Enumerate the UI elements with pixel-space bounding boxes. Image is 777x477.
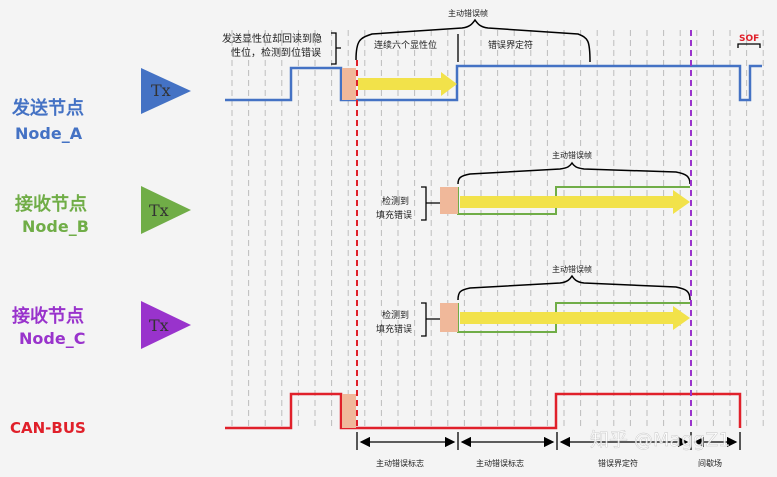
node-a-error-bit bbox=[342, 68, 356, 100]
node-b-tx-label: Tx bbox=[149, 201, 169, 220]
node-c-detect-line2: 填充错误 bbox=[376, 323, 412, 335]
timeline-seg1-label: 主动错误标志 bbox=[376, 458, 424, 468]
node-b-title: 接收节点 bbox=[15, 194, 87, 215]
node-b-error-bit bbox=[440, 187, 458, 214]
node-b-frame-label: 主动错误帧 bbox=[552, 150, 592, 160]
node-a-delimiter-label: 错误界定符 bbox=[488, 39, 533, 51]
node-a-frame-brace bbox=[355, 18, 591, 63]
node-a-tx-label: Tx bbox=[151, 81, 171, 100]
timeline-seg4-label: 间歇场 bbox=[698, 458, 722, 468]
node-c-title: 接收节点 bbox=[12, 306, 84, 327]
node-c-detect-bracket bbox=[421, 302, 440, 337]
node-c-tx-label: Tx bbox=[149, 316, 169, 335]
sof-bracket bbox=[737, 43, 761, 48]
node-c-error-bit bbox=[440, 303, 458, 332]
node-b-detect-bracket bbox=[421, 186, 440, 221]
node-a-six-dominant-arrow bbox=[358, 72, 457, 96]
node-b-detect-line2: 填充错误 bbox=[376, 209, 412, 221]
node-a-signal bbox=[225, 64, 762, 102]
node-b-name: Node_B bbox=[22, 217, 89, 236]
node-c-detect-line1: 检测到 bbox=[382, 309, 409, 321]
node-b-frame-brace bbox=[457, 161, 691, 185]
can-bus-signal bbox=[225, 392, 742, 430]
node-a-note-line1: 发送显性位却回读到隐 bbox=[222, 32, 322, 45]
bit-time-grid bbox=[231, 30, 764, 430]
sof-label: SOF bbox=[739, 34, 759, 44]
node-a-title: 发送节点 bbox=[12, 98, 84, 119]
timeline-seg2-label: 主动错误标志 bbox=[476, 458, 524, 468]
can-bus-label: CAN-BUS bbox=[10, 419, 86, 437]
node-a-note-line2: 性位，检测到位错误 bbox=[231, 46, 321, 59]
node-b-detect-line1: 检测到 bbox=[382, 195, 409, 207]
node-c-name: Node_C bbox=[19, 329, 86, 348]
node-c-arrow bbox=[460, 306, 690, 330]
node-a-six-dominant-label: 连续六个显性位 bbox=[374, 39, 437, 51]
node-c-tx-triangle bbox=[141, 301, 191, 349]
node-b-tx-triangle bbox=[141, 186, 191, 234]
timeline-arrows bbox=[356, 432, 741, 450]
node-a-frame-label: 主动错误帧 bbox=[448, 8, 488, 18]
node-b-arrow bbox=[460, 190, 690, 214]
watermark: 知乎 @MaggZ1 bbox=[590, 429, 730, 451]
can-bus-error-bit bbox=[342, 394, 356, 428]
node-a-note-bracket bbox=[331, 32, 341, 65]
timeline-seg3-label: 错误界定符 bbox=[598, 458, 638, 468]
node-a-tx-triangle bbox=[141, 68, 191, 114]
node-c-frame-brace bbox=[457, 274, 691, 301]
node-a-name: Node_A bbox=[15, 124, 83, 143]
node-c-frame-label: 主动错误帧 bbox=[552, 264, 592, 274]
